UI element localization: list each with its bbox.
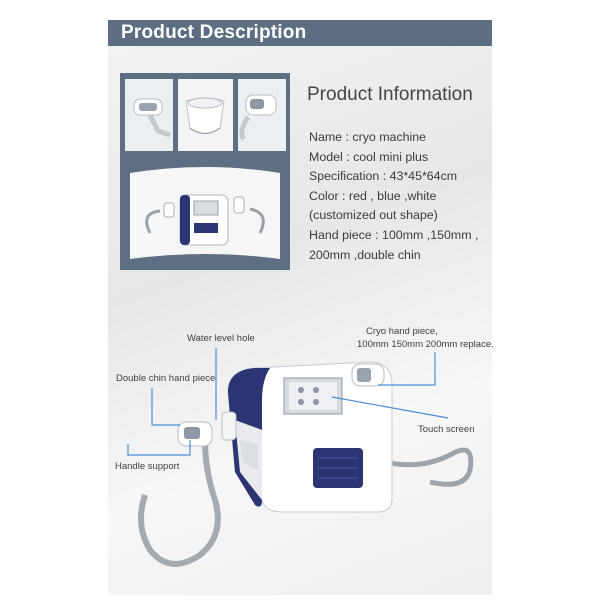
callout-double-chin: Double chin hand piece — [116, 373, 216, 384]
machine-thumbnail-icon — [145, 194, 265, 246]
handpiece-right-icon — [239, 94, 277, 141]
spec-name: Name : cryo machine — [309, 130, 427, 144]
callout-water-level: Water level hole — [187, 333, 255, 344]
handpiece-cup-icon — [185, 97, 225, 134]
section-title: Product Description — [121, 22, 307, 43]
handpiece-photos — [125, 79, 286, 259]
callout-cryo-line2: 100mm 150mm 200mm replace. — [357, 339, 494, 350]
machine-body-icon — [227, 361, 393, 513]
spec-model: Model : cool mini plus — [309, 149, 429, 164]
callout-handle-support: Handle support — [115, 461, 180, 472]
spec-handpiece-cont: 200mm ,double chin — [309, 247, 421, 262]
spec-color: Color : red , blue ,white — [309, 188, 437, 203]
callout-cryo-line1: Cryo hand piece, — [366, 326, 438, 337]
callout-touch-screen: Touch screen — [418, 424, 475, 435]
info-title: Product Information — [307, 84, 473, 105]
spec-list: Name : cryo machine Model : cool mini pl… — [309, 128, 478, 265]
callout-lines — [127, 348, 449, 456]
cryo-handpiece-icon — [351, 363, 385, 387]
spec-size: Specification : 43*45*64cm — [309, 169, 458, 184]
spec-handpiece: Hand piece : 100mm ,150mm , — [309, 227, 479, 242]
handpiece-left-icon — [133, 98, 171, 138]
double-chin-handpiece-icon — [177, 411, 237, 447]
section-header: Product Description — [108, 20, 492, 46]
spec-color-note: (customized out shape) — [309, 208, 438, 223]
product-photo-collage — [120, 73, 290, 270]
